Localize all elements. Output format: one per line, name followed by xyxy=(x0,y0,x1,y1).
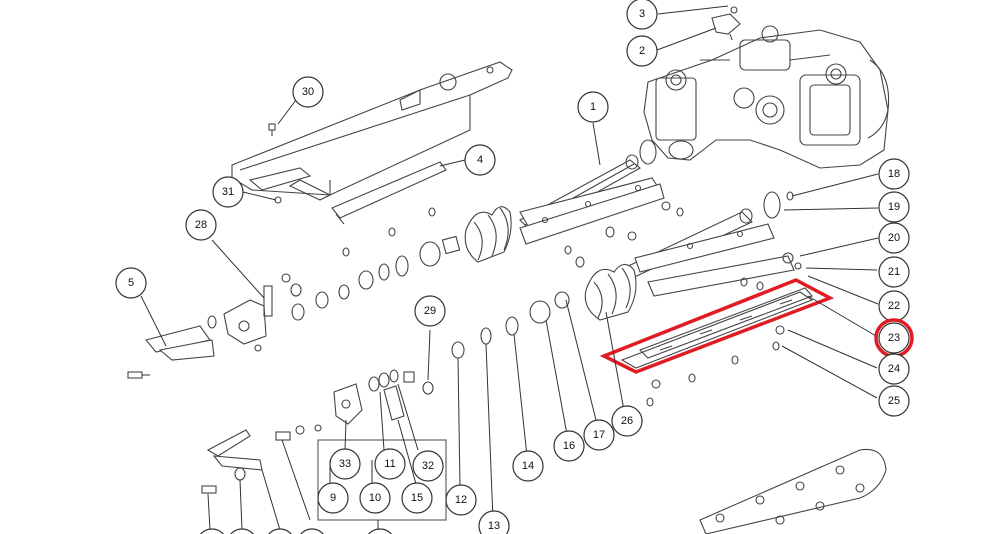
callout-14: 14 xyxy=(512,450,544,482)
callout-16: 16 xyxy=(553,430,585,462)
callout-2: 2 xyxy=(626,35,658,67)
callout-1: 1 xyxy=(577,91,609,123)
callout-3: 3 xyxy=(626,0,658,30)
callout-13: 13 xyxy=(478,510,510,534)
callout-label: 4 xyxy=(477,154,483,166)
callout-11: 11 xyxy=(374,448,406,480)
callout-label: 14 xyxy=(522,460,534,472)
callout-label: 19 xyxy=(888,201,900,213)
callout-29: 29 xyxy=(414,295,446,327)
callout-label: 25 xyxy=(888,395,900,407)
callout-26: 26 xyxy=(611,405,643,437)
callout-31: 31 xyxy=(212,176,244,208)
callout-label: 17 xyxy=(593,429,605,441)
callout-20: 20 xyxy=(878,222,910,254)
callout-label: 30 xyxy=(302,86,314,98)
callout-9: 9 xyxy=(317,482,349,514)
callout-label: 32 xyxy=(422,460,434,472)
callout-label: 18 xyxy=(888,168,900,180)
partial-callouts-bottom xyxy=(200,528,392,534)
hook-bracket xyxy=(201,424,322,494)
auger-upper xyxy=(464,206,512,263)
callout-label: 3 xyxy=(639,8,645,20)
callout-28: 28 xyxy=(185,209,217,241)
callout-17: 17 xyxy=(583,419,615,451)
callout-label: 31 xyxy=(222,186,234,198)
callout-label: 2 xyxy=(639,45,645,57)
callout-19: 19 xyxy=(878,191,910,223)
callout-33: 33 xyxy=(329,448,361,480)
callout-label: 29 xyxy=(424,305,436,317)
shaft-1 xyxy=(519,154,665,245)
callout-23: 23 xyxy=(878,322,910,354)
callout-10: 10 xyxy=(359,482,391,514)
callout-label: 24 xyxy=(888,363,900,375)
callout-30: 30 xyxy=(292,76,324,108)
callout-18: 18 xyxy=(878,158,910,190)
leader-lines xyxy=(140,5,879,531)
callout-label: 22 xyxy=(888,300,900,312)
gearbox-assembly xyxy=(643,25,890,169)
callout-label: 5 xyxy=(128,277,134,289)
lower-bracket xyxy=(333,369,434,425)
callout-label: 16 xyxy=(563,440,575,452)
knife-blade-23 xyxy=(620,287,814,369)
callout-label: 33 xyxy=(339,458,351,470)
part-23-highlight-box xyxy=(599,278,835,374)
auger-lower xyxy=(584,263,637,321)
washers-bolts xyxy=(564,139,802,407)
callout-label: 9 xyxy=(330,492,336,504)
callout-label: 21 xyxy=(888,266,900,278)
callout-24: 24 xyxy=(878,353,910,385)
bottom-drum xyxy=(699,448,887,534)
callout-label: 20 xyxy=(888,232,900,244)
bushings-spacers xyxy=(281,207,570,359)
callout-label: 13 xyxy=(488,520,500,532)
callout-label: 12 xyxy=(455,494,467,506)
callout-label: 23 xyxy=(888,332,900,344)
callout-label: 26 xyxy=(621,415,633,427)
callout-label: 28 xyxy=(195,219,207,231)
callout-label: 10 xyxy=(369,492,381,504)
callout-25: 25 xyxy=(878,385,910,417)
shaft-2 xyxy=(619,208,795,297)
callout-label: 1 xyxy=(590,101,596,113)
callout-22: 22 xyxy=(878,290,910,322)
callout-5: 5 xyxy=(115,267,147,299)
frame-bracket xyxy=(231,61,513,201)
strip-bracket-4 xyxy=(331,161,447,225)
parts-group-box xyxy=(317,439,447,521)
callout-15: 15 xyxy=(401,482,433,514)
gearbox-bracket xyxy=(711,6,741,41)
bolt-30 xyxy=(268,123,276,136)
callout-label: 11 xyxy=(384,458,395,470)
callout-4: 4 xyxy=(464,144,496,176)
left-mount-assembly xyxy=(127,285,273,379)
callout-12: 12 xyxy=(445,484,477,516)
callout-label: 15 xyxy=(411,492,423,504)
callout-32: 32 xyxy=(412,450,444,482)
callout-21: 21 xyxy=(878,256,910,288)
